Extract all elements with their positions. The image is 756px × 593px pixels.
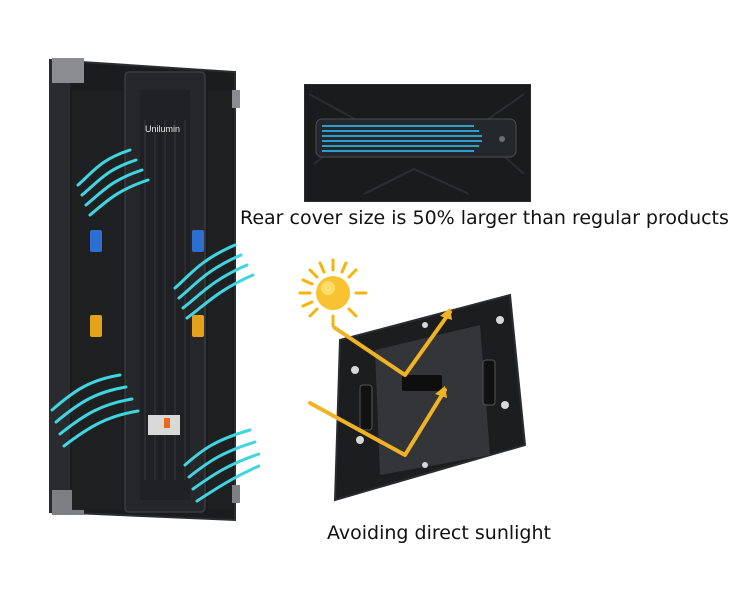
rear-cover-image (303, 83, 532, 203)
airflow-icon (50, 148, 261, 503)
rear-cover-caption: Rear cover size is 50% larger than regul… (240, 207, 729, 229)
sunlight-caption: Avoiding direct sunlight (327, 522, 551, 544)
sun-icon (298, 258, 368, 328)
arrow-icon (308, 310, 452, 457)
brand-label: Unilumin (145, 124, 180, 134)
tile-image (300, 290, 540, 510)
led-cabinet-image: Unilumin (40, 50, 261, 525)
